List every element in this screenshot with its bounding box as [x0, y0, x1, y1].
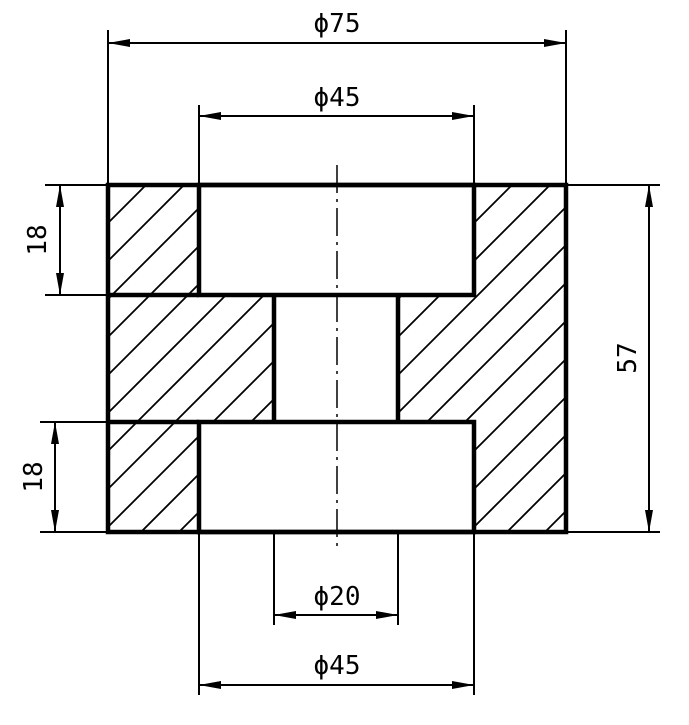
top-counterbore-diameter-label: ϕ45: [314, 83, 361, 113]
total-height-label: 57: [613, 342, 643, 373]
extension-lines: [40, 30, 660, 695]
bottom-counterbore-depth-label: 18: [19, 461, 49, 492]
through-hole-diameter-label: ϕ20: [314, 582, 361, 612]
hatch-left: [108, 185, 274, 532]
outer-diameter-label: ϕ75: [314, 9, 361, 39]
dimension-lines: [51, 39, 653, 689]
bottom-counterbore-diameter-label: ϕ45: [314, 651, 361, 681]
hatch-right: [398, 185, 566, 532]
top-counterbore-depth-label: 18: [23, 224, 53, 255]
